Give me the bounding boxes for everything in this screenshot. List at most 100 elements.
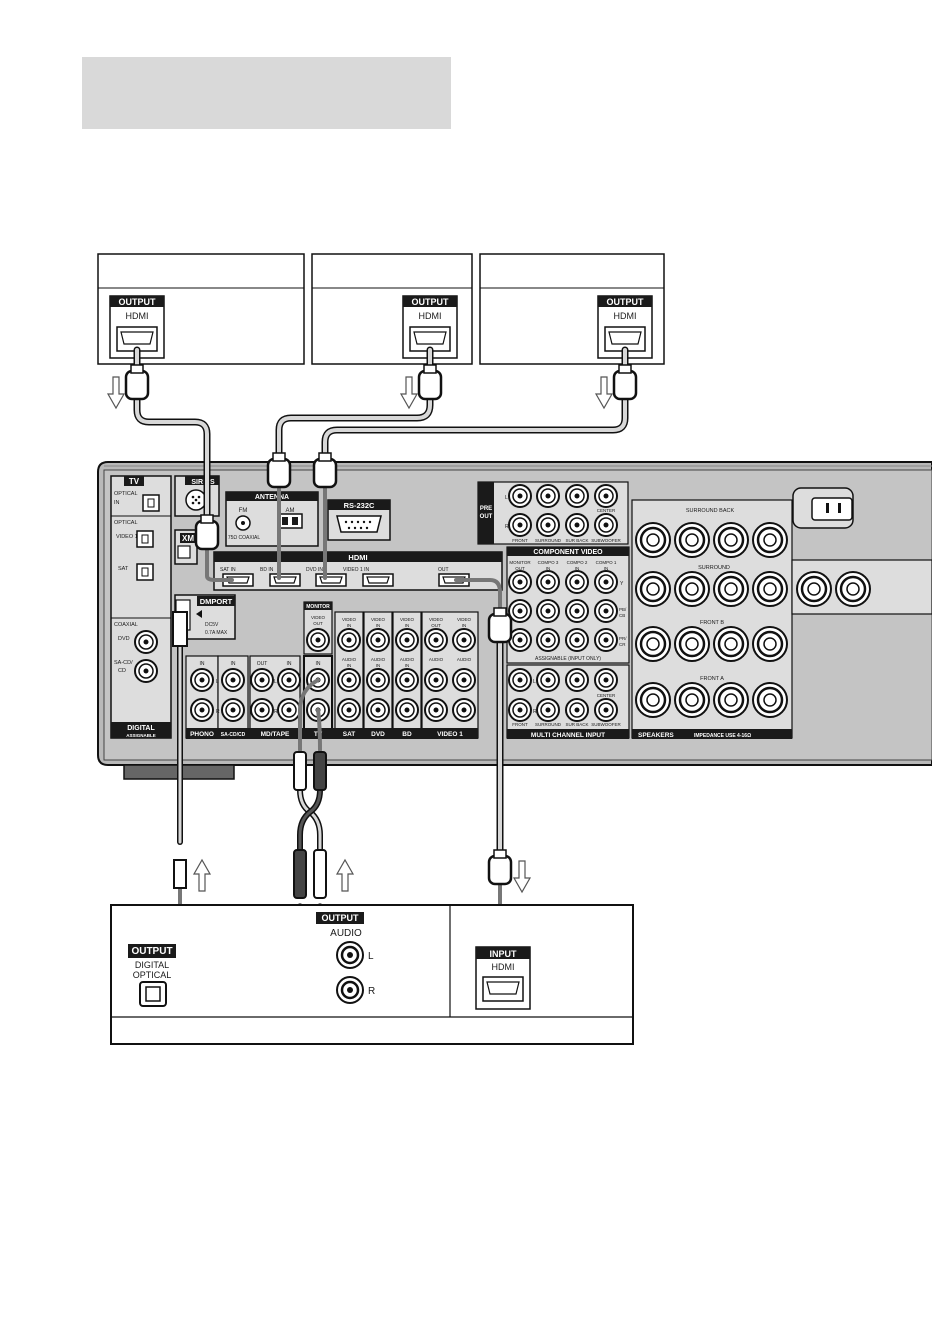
- coaxial-label: COAXIAL: [114, 622, 138, 628]
- cv-pr-label: PR/: [619, 636, 627, 641]
- mci-surback-label: SUR BACK: [565, 722, 588, 727]
- pre-surback-label: SUR BACK: [565, 538, 588, 543]
- digital-label-bottom: DIGITAL: [135, 960, 169, 970]
- monitor-label: MONITOR: [306, 604, 330, 610]
- r-label-1: R: [216, 709, 220, 715]
- tv-in-label: IN: [114, 500, 120, 506]
- video-inputs-section: MONITOR VIDEO OUT IN VIDEO IN AUDIO IN V…: [186, 601, 479, 739]
- sacd-analog-in-label: IN: [231, 661, 236, 667]
- cd-in-label: CD: [118, 668, 126, 674]
- dvd-video-in-label: IN: [376, 623, 381, 628]
- top-device-3-output-label: OUTPUT: [607, 297, 645, 307]
- hdmi-input: INPUT HDMI: [475, 946, 531, 1010]
- digital-label: DIGITAL: [127, 725, 155, 732]
- sat-audio-in-label: IN: [347, 663, 352, 668]
- audio-label-bottom: AUDIO: [330, 928, 362, 939]
- top-device-2-hdmi-label: HDMI: [419, 311, 442, 321]
- impedance-label: IMPEDANCE USE 4-16Ω: [694, 733, 751, 739]
- hdmi-label: HDMI: [348, 553, 367, 562]
- bd-video-in-label: IN: [405, 623, 410, 628]
- out-label: OUT: [480, 514, 493, 520]
- bar-mdtape: MD/TAPE: [261, 731, 290, 738]
- antenna-section: ANTENNA FM 75Ω COAXIAL AM: [225, 491, 319, 547]
- top-device-1: OUTPUT HDMI: [97, 253, 305, 365]
- sacd-in-label: SA-CD/: [114, 660, 133, 666]
- cv-compo3-in: IN: [546, 566, 551, 571]
- hdmi-sat-in-label: SAT IN: [220, 567, 236, 573]
- hdmi-bd-in-label: BD IN: [260, 567, 274, 573]
- hdmi-section: HDMI SAT IN BD IN DVD IN VIDEO 1 IN OUT: [213, 551, 503, 591]
- sat-in-label: SAT: [118, 566, 129, 572]
- dmport-spec-2: 0.7A MAX: [205, 630, 228, 636]
- audio-r-label: R: [368, 986, 375, 997]
- cables: [133, 346, 629, 994]
- video1-audio-in-label: AUDIO: [457, 657, 472, 662]
- video1-in-label: VIDEO 1: [116, 534, 138, 540]
- top-device-2: OUTPUT HDMI: [311, 253, 473, 365]
- video1-video-out-label: VIDEO: [429, 617, 444, 622]
- sat-video-in-label: IN: [347, 623, 352, 628]
- analog-audio-section: IN IN OUT IN L R L R: [185, 655, 301, 739]
- bar-phono: PHONO: [190, 731, 214, 738]
- sat-video-label: VIDEO: [342, 617, 357, 622]
- pre-label: PRE: [480, 506, 492, 512]
- cv-compo2-label: COMPO 2: [567, 560, 588, 565]
- speakers-label: SPEAKERS: [638, 732, 674, 739]
- bottom-device: OUTPUT DIGITAL OPTICAL OUTPUT AUDIO L R …: [110, 904, 634, 1045]
- dmport-label: DMPORT: [200, 597, 233, 606]
- cv-compo2-in: IN: [575, 566, 580, 571]
- top-device-1-output-label: OUTPUT: [119, 297, 157, 307]
- speakers-section: SURROUND BACK SURROUND FRONT B FRONT A S…: [631, 487, 932, 739]
- digital-section: TV OPTICAL IN OPTICAL VIDEO 1 SAT COAXIA…: [110, 475, 172, 739]
- title-placeholder-block: [82, 57, 451, 129]
- mci-l-label: L: [533, 679, 536, 685]
- cv-y-label: Y: [620, 581, 624, 587]
- bar-sacd: SA-CD/CD: [221, 732, 246, 738]
- pre-center-label: CENTER: [597, 508, 616, 513]
- bd-audio-label: AUDIO: [400, 657, 415, 662]
- hdmi-dvd-in-label: DVD IN: [306, 567, 323, 573]
- mci-subwoofer-label: SUBWOOFER: [591, 722, 621, 727]
- dvd-audio-label: AUDIO: [371, 657, 386, 662]
- audio-output: OUTPUT AUDIO L R: [316, 912, 375, 1004]
- xm-label: XM: [182, 534, 194, 543]
- video1-video-in-label: VIDEO: [457, 617, 472, 622]
- optical-output-label: OUTPUT: [131, 946, 172, 957]
- hdmi-input-label: INPUT: [490, 949, 518, 959]
- assignable-input-only-label: ASSIGNABLE (INPUT ONLY): [535, 656, 601, 662]
- digital-optical-output: OUTPUT DIGITAL OPTICAL: [128, 944, 176, 1007]
- cv-cr-label: CR: [619, 642, 626, 647]
- cv-compo1-label: COMPO 1: [596, 560, 617, 565]
- hdmi-out-label: OUT: [438, 567, 449, 573]
- pre-surround-label: SURROUND: [535, 538, 562, 543]
- am-label: AM: [286, 508, 295, 514]
- rs232c-label: RS-232C: [344, 501, 375, 510]
- top-device-2-output-label: OUTPUT: [412, 297, 450, 307]
- mdtape-in-label: IN: [287, 661, 292, 667]
- bd-audio-in-label: IN: [405, 663, 410, 668]
- monitor-out-label: OUT: [313, 621, 323, 626]
- video1-audio-out-label: AUDIO: [429, 657, 444, 662]
- optical-label-bottom: OPTICAL: [133, 970, 172, 980]
- cv-cb-label: CB: [619, 613, 625, 618]
- bar-sat: SAT: [343, 731, 356, 738]
- dvd-in-label: DVD: [118, 636, 130, 642]
- bar-bd: BD: [402, 731, 412, 738]
- monitor-video-label: VIDEO: [311, 615, 326, 620]
- antenna-label: ANTENNA: [255, 494, 289, 501]
- phono-in-label: IN: [200, 661, 205, 667]
- component-video-section: COMPONENT VIDEO MONITOR OUT COMPO 3 IN C…: [506, 546, 630, 664]
- front-b-label: FRONT B: [700, 620, 724, 626]
- top-device-1-hdmi-label: HDMI: [126, 311, 149, 321]
- dmport-spec-1: DC5V: [205, 622, 219, 628]
- pre-r-label: R: [505, 524, 509, 530]
- front-a-label: FRONT A: [700, 676, 724, 682]
- pre-l-label: L: [505, 495, 508, 501]
- assignable-label: ASSIGNABLE: [126, 733, 156, 738]
- bar-video1: VIDEO 1: [437, 731, 463, 738]
- l-label-2: L: [274, 679, 277, 685]
- mci-r-label: R: [533, 709, 537, 715]
- bar-dvd: DVD: [371, 731, 385, 738]
- top-device-3-hdmi-label: HDMI: [614, 311, 637, 321]
